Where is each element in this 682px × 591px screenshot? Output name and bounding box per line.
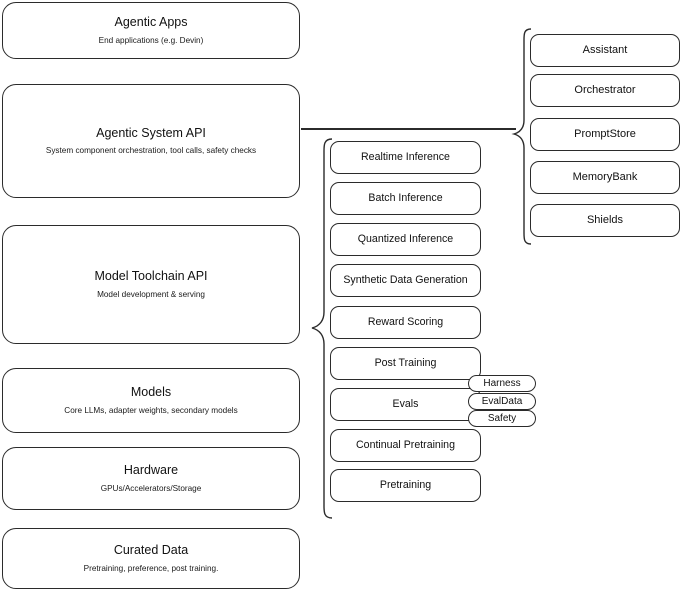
evals-tag-label: EvalData [481, 396, 523, 407]
capability-post-training[interactable]: Post Training [330, 347, 481, 380]
component-label: Assistant [582, 43, 628, 56]
layer-subtitle: Pretraining, preference, post training. [83, 563, 219, 573]
layer-subtitle: Model development & serving [97, 289, 205, 299]
layer-title: Model Toolchain API [94, 269, 208, 284]
capability-label: Quantized Inference [357, 232, 454, 245]
layer-hardware[interactable]: Hardware GPUs/Accelerators/Storage [2, 447, 300, 510]
capability-synthetic-data-generation[interactable]: Synthetic Data Generation [330, 264, 481, 297]
capability-quantized-inference[interactable]: Quantized Inference [330, 223, 481, 256]
layer-agentic-apps[interactable]: Agentic Apps End applications (e.g. Devi… [2, 2, 300, 59]
layer-subtitle: GPUs/Accelerators/Storage [100, 483, 202, 493]
evals-tag-harness[interactable]: Harness [468, 375, 536, 392]
connector-system-api-to-components [301, 128, 516, 130]
capability-label: Synthetic Data Generation [343, 273, 468, 286]
layer-model-toolchain-api[interactable]: Model Toolchain API Model development & … [2, 225, 300, 344]
layer-models[interactable]: Models Core LLMs, adapter weights, secon… [2, 368, 300, 433]
layer-curated-data[interactable]: Curated Data Pretraining, preference, po… [2, 528, 300, 589]
component-label: Orchestrator [574, 83, 636, 96]
capability-evals[interactable]: Evals [330, 388, 481, 421]
component-shields[interactable]: Shields [530, 204, 680, 237]
component-orchestrator[interactable]: Orchestrator [530, 74, 680, 107]
component-label: MemoryBank [572, 170, 638, 183]
capability-continual-pretraining[interactable]: Continual Pretraining [330, 429, 481, 462]
component-label: PromptStore [574, 127, 636, 140]
evals-tag-label: Harness [483, 378, 521, 389]
evals-tag-evaldata[interactable]: EvalData [468, 393, 536, 410]
brace-toolchain [311, 138, 333, 519]
component-memorybank[interactable]: MemoryBank [530, 161, 680, 194]
component-label: Shields [586, 213, 624, 226]
capability-label: Evals [392, 397, 419, 410]
layer-subtitle: Core LLMs, adapter weights, secondary mo… [64, 405, 238, 415]
layer-title: Agentic Apps [114, 15, 188, 30]
capability-label: Pretraining [379, 478, 432, 491]
capability-label: Continual Pretraining [356, 438, 455, 451]
layer-agentic-system-api[interactable]: Agentic System API System component orch… [2, 84, 300, 198]
capability-label: Batch Inference [368, 191, 443, 204]
evals-tag-label: Safety [487, 413, 517, 424]
capability-batch-inference[interactable]: Batch Inference [330, 182, 481, 215]
capability-reward-scoring[interactable]: Reward Scoring [330, 306, 481, 339]
layer-title: Models [130, 385, 172, 400]
capability-realtime-inference[interactable]: Realtime Inference [330, 141, 481, 174]
layer-title: Agentic System API [96, 125, 206, 140]
brace-system-components [511, 28, 532, 245]
evals-tag-safety[interactable]: Safety [468, 410, 536, 427]
component-assistant[interactable]: Assistant [530, 34, 680, 67]
component-promptstore[interactable]: PromptStore [530, 118, 680, 151]
layer-subtitle: End applications (e.g. Devin) [98, 35, 204, 45]
layer-title: Hardware [123, 463, 179, 478]
capability-label: Reward Scoring [367, 315, 444, 328]
layer-title: Curated Data [113, 543, 189, 558]
layer-subtitle: System component orchestration, tool cal… [45, 146, 257, 156]
capability-label: Post Training [374, 356, 437, 369]
capability-label: Realtime Inference [361, 150, 450, 163]
capability-pretraining[interactable]: Pretraining [330, 469, 481, 502]
